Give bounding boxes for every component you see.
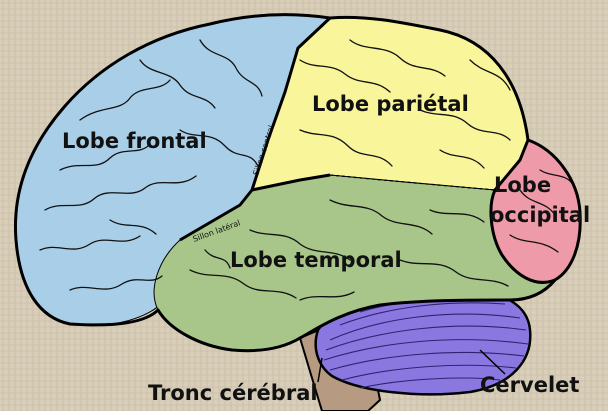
label-cerebellum: Cervelet	[480, 373, 579, 397]
label-occipital-line2: occipital	[490, 203, 590, 227]
label-parietal: Lobe pariétal	[312, 92, 469, 116]
label-temporal: Lobe temporal	[230, 248, 402, 272]
label-occipital-line1: Lobe	[494, 173, 551, 197]
label-brainstem: Tronc cérébral	[148, 381, 318, 405]
label-frontal: Lobe frontal	[62, 129, 207, 153]
